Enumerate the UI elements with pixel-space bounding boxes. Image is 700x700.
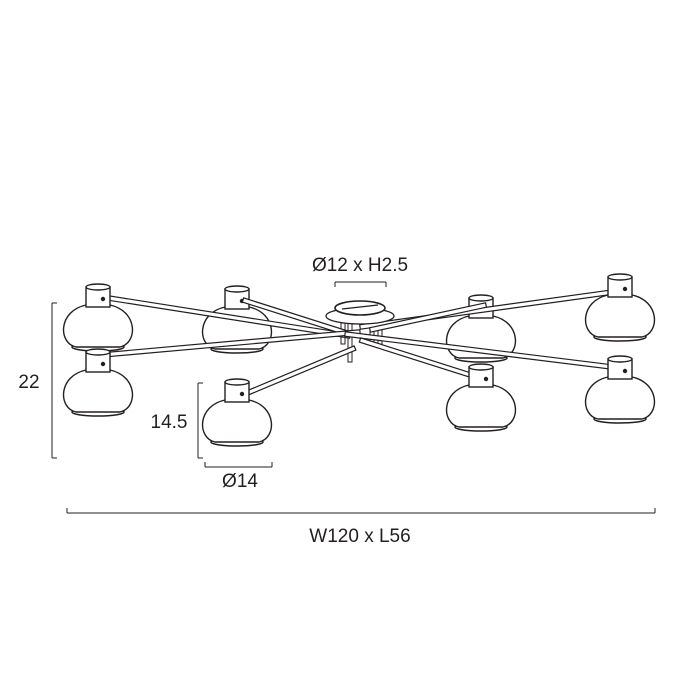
- canopy-post: [347, 317, 353, 363]
- canopy-ring: [334, 300, 386, 316]
- lamp-shade: [201, 378, 273, 447]
- lamp-shade: [62, 348, 134, 417]
- total-height-label: 22: [18, 372, 40, 393]
- canopy-bar: [341, 304, 379, 310]
- lamp-shade: [62, 283, 134, 352]
- shade-diameter-label: Ø14: [222, 471, 258, 492]
- arm-rod: [368, 302, 488, 333]
- lamp-shade: [584, 355, 656, 424]
- canopy-dimension-label: Ø12 x H2.5: [311, 255, 409, 276]
- lamp-shade: [445, 363, 517, 432]
- overall-dimension-label: W120 x L56: [309, 526, 411, 547]
- arm-rod: [243, 345, 357, 397]
- shade-height-label: 14.5: [150, 412, 188, 433]
- lamp-shade: [584, 273, 656, 342]
